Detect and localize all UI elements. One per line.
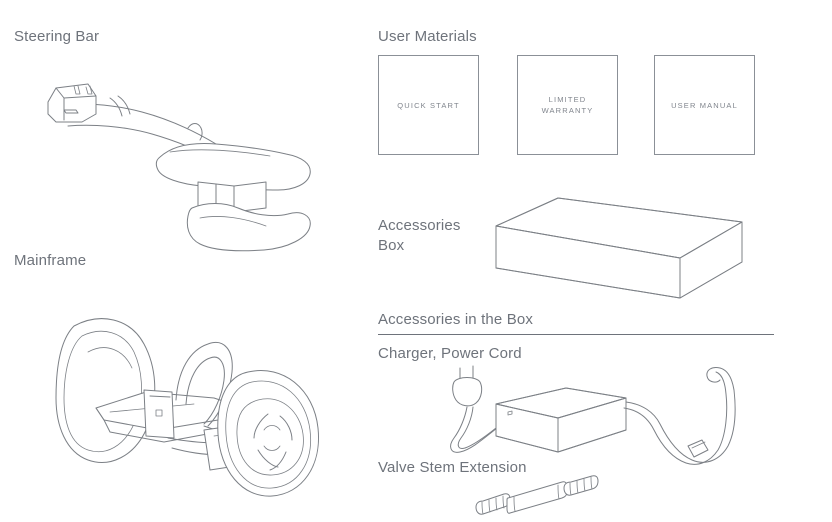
steering-bar-illustration: [20, 58, 340, 218]
accessories-divider: [378, 334, 774, 335]
mainframe-heading: Mainframe: [14, 252, 87, 269]
steering-bar-heading: Steering Bar: [14, 28, 100, 45]
user-materials-heading: User Materials: [378, 28, 477, 45]
charger-power-cord-label: Charger, Power Cord: [378, 345, 522, 362]
valve-stem-extension-label: Valve Stem Extension: [378, 459, 527, 476]
accessories-box-heading: Accessories Box: [378, 217, 461, 254]
document-label: QUICK START: [397, 100, 460, 110]
document-label: USER MANUAL: [671, 100, 738, 110]
user-materials-documents: QUICK START LIMITED WARRANTY USER MANUAL: [378, 55, 778, 156]
document-label: LIMITED WARRANTY: [541, 95, 594, 115]
accessories-in-the-box-heading: Accessories in the Box: [378, 311, 534, 328]
mainframe-illustration: [18, 280, 348, 505]
document-user-manual: USER MANUAL: [654, 55, 755, 155]
document-quick-start: QUICK START: [378, 55, 479, 155]
accessories-box-illustration: [488, 196, 750, 296]
charger-illustration: [440, 360, 760, 470]
valve-stem-extension-illustration: [470, 480, 610, 520]
document-limited-warranty: LIMITED WARRANTY: [517, 55, 618, 155]
